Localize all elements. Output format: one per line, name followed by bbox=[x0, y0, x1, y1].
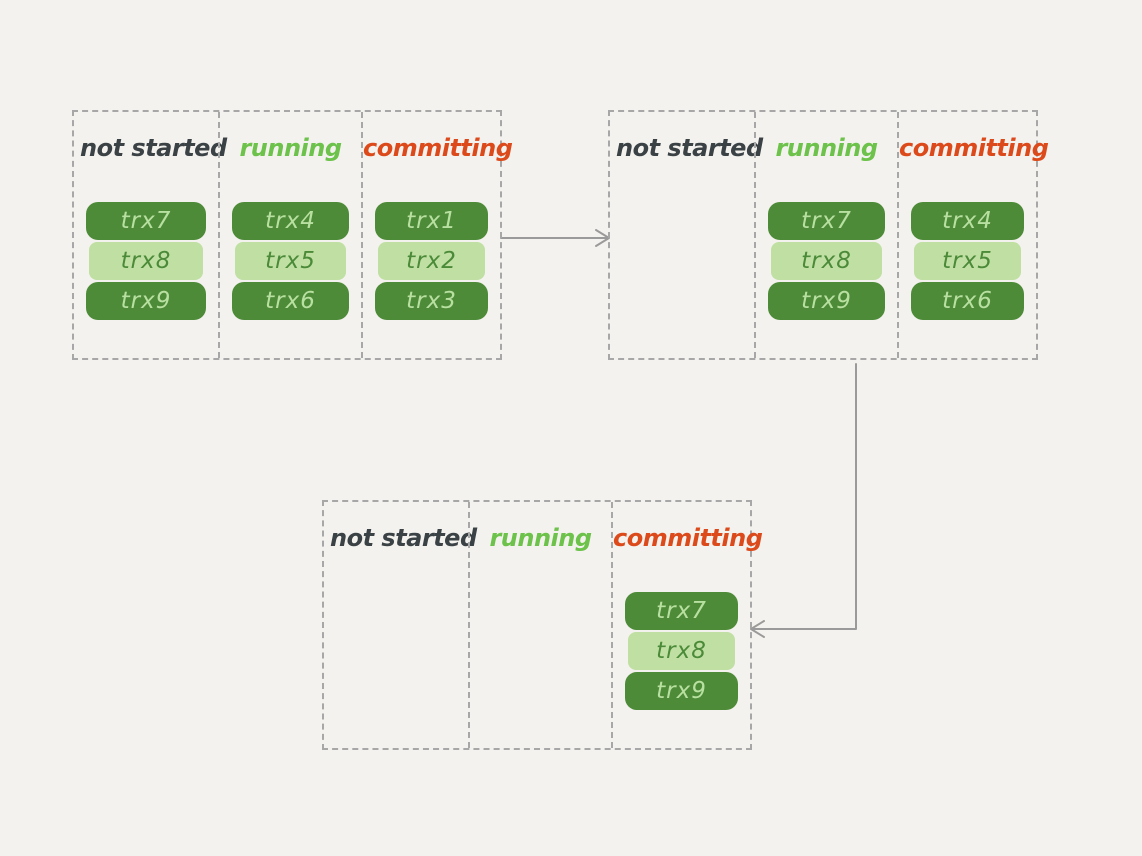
not-started-label: not started bbox=[330, 524, 477, 552]
trx-block: trx6 bbox=[232, 282, 349, 320]
column-not-started: not started bbox=[324, 502, 477, 748]
committing-label: committing bbox=[899, 134, 1049, 162]
running-label: running bbox=[489, 524, 592, 552]
trx-block: trx4 bbox=[232, 202, 349, 240]
trx-stack: trx7 trx8 trx9 bbox=[86, 202, 206, 320]
column-not-started: not started trx7 trx8 trx9 bbox=[74, 112, 227, 358]
trx-block: trx4 bbox=[911, 202, 1024, 240]
trx-block: trx7 bbox=[625, 592, 738, 630]
trx-stack: trx4 trx5 trx6 bbox=[911, 202, 1024, 320]
trx-stack: trx7 trx8 trx9 bbox=[768, 202, 885, 320]
trx-stack: trx4 trx5 trx6 bbox=[232, 202, 349, 320]
trx-block: trx2 bbox=[378, 242, 485, 280]
trx-block: trx8 bbox=[89, 242, 203, 280]
column-not-started: not started bbox=[610, 112, 763, 358]
trx-block: trx9 bbox=[625, 672, 738, 710]
committing-label: committing bbox=[363, 134, 513, 162]
trx-block: trx3 bbox=[375, 282, 488, 320]
not-started-label: not started bbox=[80, 134, 227, 162]
trx-block: trx9 bbox=[86, 282, 206, 320]
arrow-snapshot-1-to-2 bbox=[500, 229, 610, 247]
arrow-snapshot-2-to-3 bbox=[750, 363, 857, 638]
trx-block: trx5 bbox=[914, 242, 1021, 280]
column-running: running trx7 trx8 trx9 bbox=[754, 112, 897, 358]
column-running: running trx4 trx5 trx6 bbox=[218, 112, 361, 358]
column-committing: committing trx1 trx2 trx3 bbox=[361, 112, 513, 358]
trx-block: trx8 bbox=[628, 632, 735, 670]
snapshot-1: not started trx7 trx8 trx9 running trx4 … bbox=[72, 110, 513, 360]
trx-stack: trx7 trx8 trx9 bbox=[625, 592, 738, 710]
running-label: running bbox=[239, 134, 342, 162]
trx-block: trx6 bbox=[911, 282, 1024, 320]
trx-block: trx5 bbox=[235, 242, 346, 280]
trx-block: trx8 bbox=[771, 242, 882, 280]
trx-block: trx7 bbox=[768, 202, 885, 240]
trx-block: trx9 bbox=[768, 282, 885, 320]
snapshot-2: not started running trx7 trx8 trx9 commi… bbox=[608, 110, 1049, 360]
not-started-label: not started bbox=[616, 134, 763, 162]
trx-block: trx1 bbox=[375, 202, 488, 240]
trx-block: trx7 bbox=[86, 202, 206, 240]
trx-stack: trx1 trx2 trx3 bbox=[375, 202, 488, 320]
committing-label: committing bbox=[613, 524, 763, 552]
column-running: running bbox=[468, 502, 611, 748]
running-label: running bbox=[775, 134, 878, 162]
snapshot-3: not started running committing trx7 trx8… bbox=[322, 500, 763, 750]
column-committing: committing trx7 trx8 trx9 bbox=[611, 502, 763, 748]
column-committing: committing trx4 trx5 trx6 bbox=[897, 112, 1049, 358]
